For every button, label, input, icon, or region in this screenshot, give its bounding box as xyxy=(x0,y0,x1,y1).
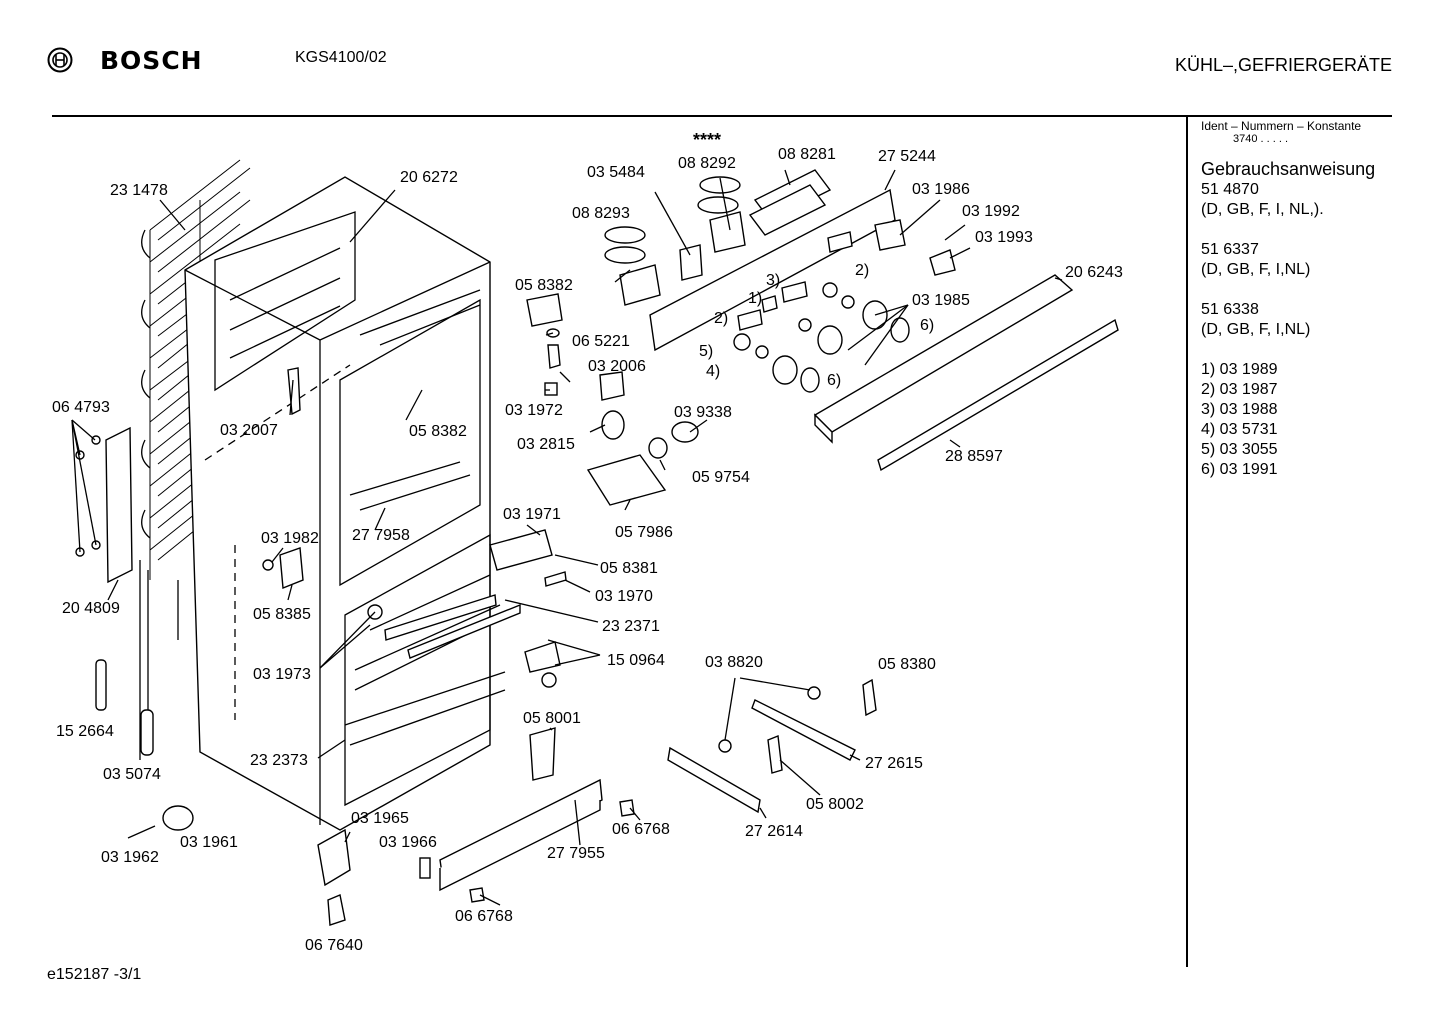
part-label: 03 1992 xyxy=(962,203,1020,220)
part-label: 03 1985 xyxy=(912,292,970,309)
manual-languages: (D, GB, F, I,NL) xyxy=(1201,321,1311,338)
part-label: 03 1970 xyxy=(595,588,653,605)
part-label: 08 8293 xyxy=(572,205,630,222)
footnote-marker: 1) xyxy=(748,290,762,307)
part-label: 27 2615 xyxy=(865,755,923,772)
part-label: 23 2371 xyxy=(602,618,660,635)
leader-lines xyxy=(71,169,1063,906)
part-label: 03 1965 xyxy=(351,810,409,827)
trim-strips xyxy=(813,274,1119,472)
part-label: 03 1961 xyxy=(180,834,238,851)
part-label: 03 1971 xyxy=(503,506,561,523)
part-label: 08 8281 xyxy=(778,146,836,163)
footnote-marker: 2) xyxy=(714,310,728,327)
part-label: 27 2614 xyxy=(745,823,803,840)
part-label: 05 8382 xyxy=(515,277,573,294)
konstante-value: 3740 . . . . . xyxy=(1233,133,1289,145)
part-label: 05 8001 xyxy=(523,710,581,727)
sidebar: Ident – Nummern – Konstante 3740 . . . .… xyxy=(1201,119,1401,480)
part-label: 06 6768 xyxy=(612,821,670,838)
manual-title: Gebrauchsanweisung xyxy=(1201,159,1376,179)
part-label: 15 0964 xyxy=(607,652,665,669)
brand-name: BOSCH xyxy=(100,46,203,75)
part-label: 06 5221 xyxy=(572,333,630,350)
manual-number: 51 6338 xyxy=(1201,301,1259,318)
part-label: 06 4793 xyxy=(52,399,110,416)
footnote-marker: 2) xyxy=(855,262,869,279)
part-labels: 23 1478 20 6272 06 4793 20 4809 15 2664 … xyxy=(52,130,1123,954)
part-label: 03 1973 xyxy=(253,666,311,683)
part-label: 06 7640 xyxy=(305,937,363,954)
part-label: 05 8002 xyxy=(806,796,864,813)
manual-languages: (D, GB, F, I, NL,). xyxy=(1201,201,1324,218)
part-label: 28 8597 xyxy=(945,448,1003,465)
part-label: 05 9754 xyxy=(692,469,750,486)
part-label: 15 2664 xyxy=(56,723,114,740)
part-label: 03 1966 xyxy=(379,834,437,851)
product-category: KÜHL–,GEFRIERGERÄTE xyxy=(1174,55,1392,75)
bosch-logo-icon xyxy=(47,47,73,73)
part-label: 05 8385 xyxy=(253,606,311,623)
manual-languages: (D, GB, F, I,NL) xyxy=(1201,261,1311,278)
part-label: 27 5244 xyxy=(878,148,936,165)
part-label: 03 1962 xyxy=(101,849,159,866)
part-label: 20 6243 xyxy=(1065,264,1123,281)
bottom-parts xyxy=(419,678,877,903)
part-label: 23 1478 xyxy=(110,182,168,199)
part-label: 03 1986 xyxy=(912,181,970,198)
footnote-marker: 5) xyxy=(699,343,713,360)
part-label: 03 2007 xyxy=(220,422,278,439)
exploded-parts-diagram: 23 1478 20 6272 06 4793 20 4809 15 2664 … xyxy=(52,130,1123,954)
part-label: **** xyxy=(693,130,721,150)
model-number: KGS4100/02 xyxy=(295,49,387,66)
part-label: 05 8381 xyxy=(600,560,658,577)
small-parts-left xyxy=(95,367,383,926)
manual-number: 51 6337 xyxy=(1201,241,1259,258)
header-divider xyxy=(52,115,1392,117)
part-label: 27 7955 xyxy=(547,845,605,862)
footnote-marker: 3) xyxy=(766,272,780,289)
part-label: 08 8292 xyxy=(678,155,736,172)
footnote: 3) 03 1988 xyxy=(1201,401,1278,418)
part-label: 23 2373 xyxy=(250,752,308,769)
part-label: 20 4809 xyxy=(62,600,120,617)
footnote: 4) 03 5731 xyxy=(1201,421,1278,438)
part-label: 03 2815 xyxy=(517,436,575,453)
part-label: 20 6272 xyxy=(400,169,458,186)
control-panel xyxy=(604,169,956,393)
part-label: 27 7958 xyxy=(352,527,410,544)
footnote: 1) 03 1989 xyxy=(1201,361,1278,378)
footnote-marker: 6) xyxy=(827,372,841,389)
central-small-parts xyxy=(384,293,699,781)
refrigerator-cabinet xyxy=(184,176,506,831)
part-label: 06 6768 xyxy=(455,908,513,925)
part-label: 05 8380 xyxy=(878,656,936,673)
footnote-marker: 6) xyxy=(920,317,934,334)
part-label: 03 5074 xyxy=(103,766,161,783)
part-label: 03 1993 xyxy=(975,229,1033,246)
part-label: 03 2006 xyxy=(588,358,646,375)
manual-number: 51 4870 xyxy=(1201,181,1259,198)
part-label: 03 5484 xyxy=(587,164,645,181)
hinge-bar xyxy=(75,426,133,584)
konstante-label: Ident – Nummern – Konstante xyxy=(1201,119,1362,133)
part-label: 05 7986 xyxy=(615,524,673,541)
footnote: 6) 03 1991 xyxy=(1201,461,1278,478)
footnote: 5) 03 3055 xyxy=(1201,441,1278,458)
part-label: 03 9338 xyxy=(674,404,732,421)
footnote-marker: 4) xyxy=(706,363,720,380)
part-label: 05 8382 xyxy=(409,423,467,440)
sidebar-divider xyxy=(1186,117,1188,967)
diagram-reference: e152187 -3/1 xyxy=(47,966,142,983)
part-label: 03 8820 xyxy=(705,654,763,671)
part-label: 03 1982 xyxy=(261,530,319,547)
part-label: 03 1972 xyxy=(505,402,563,419)
footnote: 2) 03 1987 xyxy=(1201,381,1278,398)
